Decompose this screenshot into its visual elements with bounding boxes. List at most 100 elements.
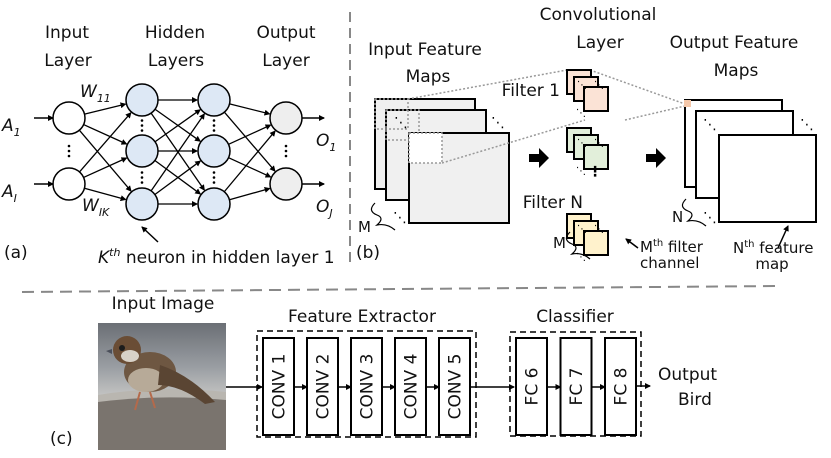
panel-a-neural-network: Input Layer Hidden Layers Output Layer A… [1,23,336,268]
input-maps-title-2: Maps [406,67,451,87]
weight-label-w11: W11 [80,82,111,105]
fc-layer-3 [604,337,637,436]
hidden-neuron-l2 [197,134,231,168]
network-edge [83,157,128,179]
ellipsis-dot [67,149,71,153]
ellipsis-dot [212,176,216,179]
vertical-dots: ⋮ [588,163,602,179]
filter-channel [583,230,609,256]
network-edge [229,186,271,201]
ellipsis-dot [67,154,71,158]
ellipsis-dot [140,119,144,122]
filter-stack-3: ⋱⋱⋱ [566,213,609,263]
conv-layer-label: CONV 1 [270,354,290,420]
filter-channel [583,86,609,112]
ellipsis-dots: ⋱ [393,209,407,225]
receptive-field-2 [385,109,420,141]
ellipsis-dot [212,119,216,122]
right-arrow-icon [646,148,666,168]
fc-layers: FC 6 FC 7 FC 8 [515,337,637,436]
input-layer-title-2: Layer [44,51,91,71]
ellipsis-dots: ⋱ [577,138,587,149]
conv-layer-label: CONV 4 [402,354,422,420]
nth-feature-map-note-2: map [755,255,788,273]
ellipsis-dot [212,171,216,174]
output-maps-title-1: Output Feature [670,33,799,53]
projection-line [589,69,686,105]
ellipsis-dot [284,149,288,153]
filter-stack-1: ⋱⋱⋱ [566,69,609,119]
input-neuron [52,101,86,135]
filter-n-label: Filter N [523,193,583,213]
network-nodes [52,83,303,221]
output-value: Bird [678,390,712,410]
nth-feature-map-note: Nth feature [733,239,813,257]
network-edge [228,157,272,178]
fc-layer-label: FC 8 [612,368,632,406]
ellipsis-dots: ⋱ [577,80,587,91]
network-edge [84,187,127,202]
input-layer-title-1: Input [45,23,89,43]
ellipsis-dot [67,144,71,148]
network-edge [228,124,272,145]
ellipsis-dots: ⋱ [576,108,586,119]
ellipsis-dot [140,176,144,179]
panel-b-label: (b) [356,243,380,263]
output-neuron [269,101,303,135]
mth-filter-channel-note: Mth filter [640,238,704,256]
depth-brace [370,202,396,231]
network-edge [83,123,128,145]
input-label-ai: AI [1,182,17,205]
divider-horizontal [21,285,781,293]
fc-layer-label: FC 6 [523,368,543,406]
ellipsis-dots: ⋱ [576,166,586,177]
conv-layer-label: CONV 2 [314,354,334,420]
network-edge [154,160,202,196]
ellipsis-dot [140,181,144,184]
output-label: Output [658,365,717,385]
input-label-a1: A1 [1,116,21,139]
input-image-title: Input Image [112,294,215,314]
weight-label-wik: WIK [82,196,110,219]
kth-neuron-annotation: Kth neuron in hidden layer 1 [98,246,335,268]
output-depth-brace [681,198,707,227]
conv-layer-5 [438,337,471,436]
ellipsis-dot [212,129,216,132]
output-map-n [718,134,817,223]
hidden-neuron-l1 [125,187,159,221]
fc-layer-label: FC 7 [567,368,587,406]
network-edge [84,102,127,115]
input-feature-maps: ⋱ ⋱ ⋱ M [358,98,510,236]
ellipsis-dots: ⋱ [577,224,587,235]
fc-layer-2 [559,337,593,436]
receptive-field-m [408,132,443,164]
network-edge [154,109,201,143]
network-edge [229,103,271,116]
network-edge [223,130,276,193]
feature-extractor-group [256,330,477,438]
filter-depth-label: M [553,234,566,252]
hidden-neuron-l1 [125,134,159,168]
mth-filter-channel-note-2: channel [640,254,699,272]
filter-depth-brace [565,231,591,260]
network-edge [150,113,205,192]
ellipsis-dot [212,124,216,127]
kth-neuron-arrow [141,226,159,243]
output-layer-title-2: Layer [262,51,309,71]
output-label-o1: O1 [316,131,336,154]
ellipsis-dots: ⋱ [800,116,814,132]
ellipsis-dot [284,154,288,158]
projection-line [407,69,568,100]
feature-map-arrow [777,225,789,249]
network-edge [78,129,132,192]
output-layer-title-1: Output [256,23,315,43]
output-pixel [684,100,691,107]
conv-layer-label: CONV 3 [358,354,378,420]
network-edges [78,97,276,207]
ellipsis-dot [140,129,144,132]
conv-layer-2 [306,337,339,436]
hidden-layers-title-1: Hidden [145,23,205,43]
input-maps-title-1: Input Feature [368,40,482,60]
